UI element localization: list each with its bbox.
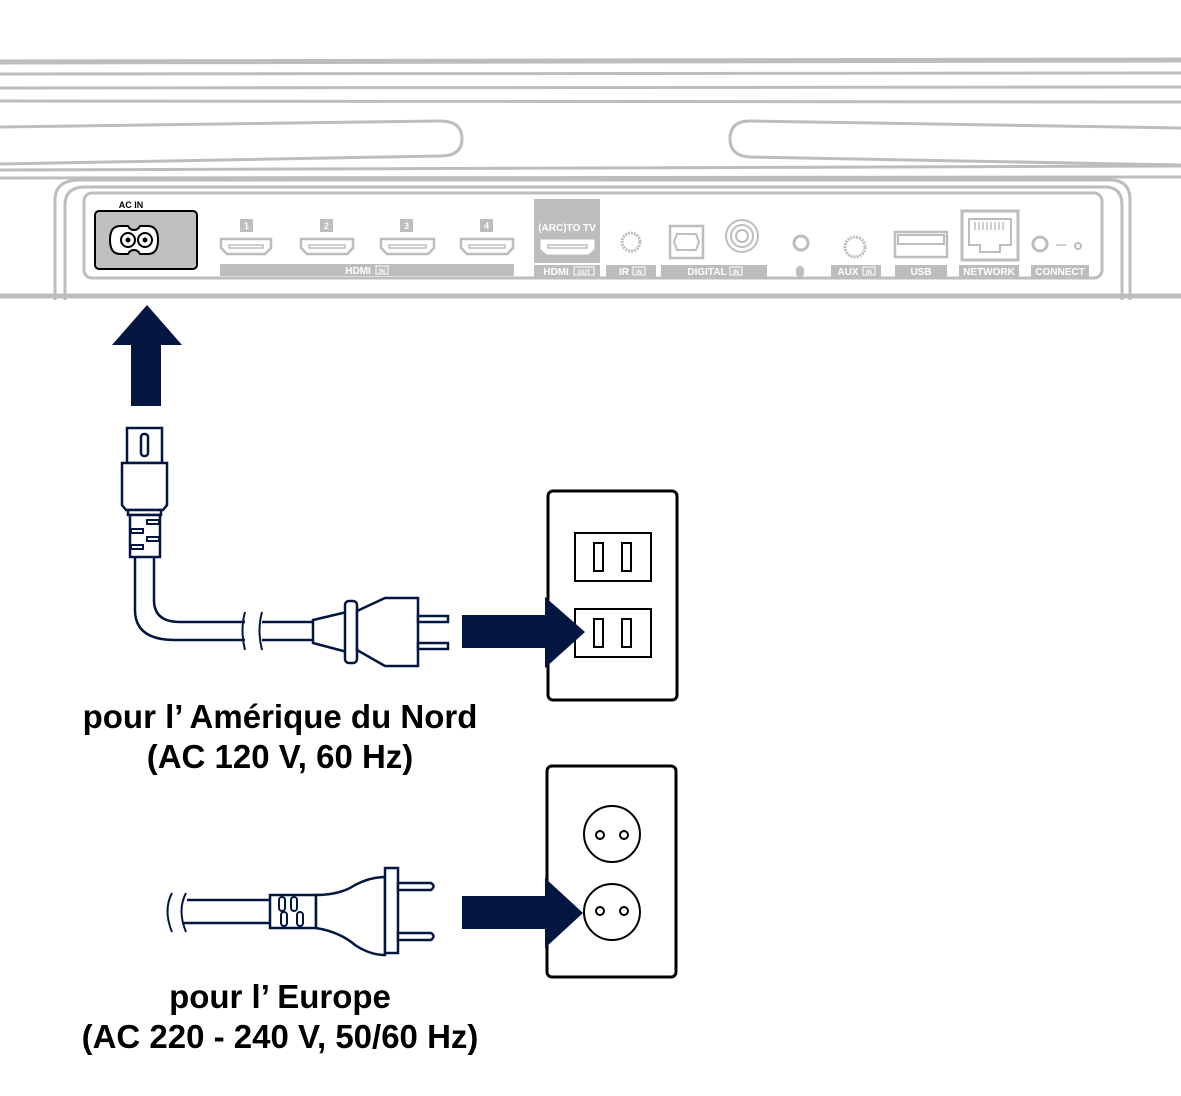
arrow-right-icon — [462, 878, 583, 948]
svg-text:IN: IN — [379, 269, 385, 275]
hdmi-in-3: 3 — [379, 219, 436, 256]
mini-jack — [792, 234, 810, 277]
north-america-region: pour l’ Amérique du Nord — [82, 698, 478, 735]
hdmi-in-4: 4 — [459, 219, 515, 256]
svg-text:2: 2 — [324, 221, 329, 231]
ac-in-label: AC IN — [119, 200, 144, 210]
ir-in-jack: IR IN — [606, 231, 656, 278]
soundbar-body — [0, 57, 1181, 300]
arrow-up-icon — [112, 305, 182, 406]
hdmi-in-1: 1 — [219, 219, 273, 256]
svg-text:USB: USB — [910, 267, 931, 278]
usb-port: USB — [893, 230, 949, 278]
aux-in-jack: AUX IN — [831, 235, 881, 278]
rear-connector-panel: AC IN 1 2 3 — [82, 191, 1104, 280]
hdmi-in-ports: 1 2 3 4 HDMI — [219, 219, 515, 277]
digital-in-ports: DIGITAL IN — [661, 219, 767, 278]
europe-caption: pour l’ Europe (AC 220 - 240 V, 50/60 Hz… — [40, 977, 520, 1057]
svg-text:HDMI: HDMI — [345, 266, 371, 277]
svg-text:(ARC)TO TV: (ARC)TO TV — [538, 223, 596, 234]
svg-text:AUX: AUX — [837, 267, 858, 278]
europe-voltage: (AC 220 - 240 V, 50/60 Hz) — [81, 1018, 479, 1055]
svg-text:OUT: OUT — [578, 270, 591, 276]
hdmi-in-label-bar — [220, 264, 514, 276]
svg-text:IN: IN — [866, 270, 872, 276]
north-america-voltage: (AC 120 V, 60 Hz) — [146, 738, 414, 775]
ac-in-socket: AC IN — [94, 200, 198, 270]
svg-text:DIGITAL: DIGITAL — [687, 267, 726, 278]
svg-text:IR: IR — [619, 267, 630, 278]
network-port: NETWORK — [959, 209, 1020, 278]
europe-power-cord — [166, 866, 435, 957]
svg-text:HDMI: HDMI — [543, 267, 569, 278]
north-america-power-cord — [120, 426, 450, 668]
svg-text:NETWORK: NETWORK — [963, 267, 1015, 278]
hdmi-in-2: 2 — [299, 219, 355, 256]
europe-region: pour l’ Europe — [169, 978, 391, 1015]
svg-text:CONNECT: CONNECT — [1035, 267, 1084, 278]
europe-outlet — [462, 764, 678, 979]
svg-text:3: 3 — [404, 221, 409, 231]
north-america-outlet — [462, 489, 679, 702]
hdmi-out-port: (ARC)TO TV HDMI OUT — [534, 199, 600, 278]
svg-text:IN: IN — [733, 270, 739, 276]
svg-text:IN: IN — [636, 270, 642, 276]
north-america-caption: pour l’ Amérique du Nord (AC 120 V, 60 H… — [40, 697, 520, 777]
connect-button: CONNECT — [1031, 235, 1089, 278]
svg-text:1: 1 — [244, 221, 249, 231]
svg-text:4: 4 — [484, 221, 489, 231]
